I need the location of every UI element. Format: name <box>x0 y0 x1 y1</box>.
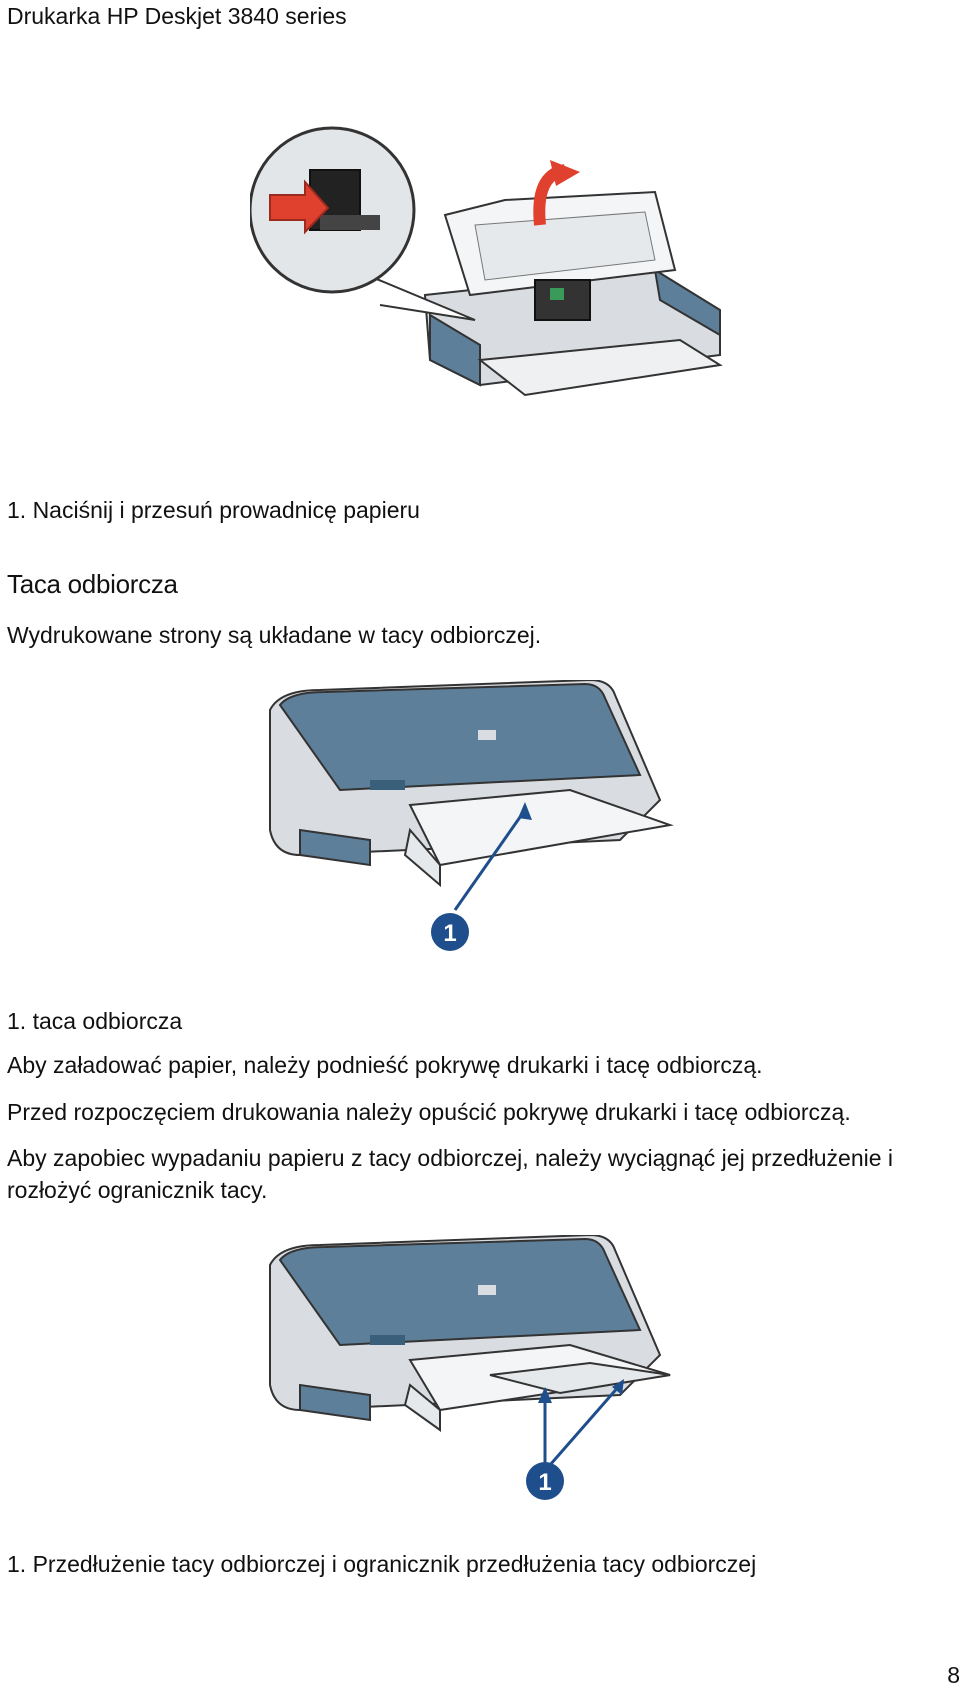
figure3-caption: 1. Przedłużenie tacy odbiorczej i ograni… <box>7 1551 757 1577</box>
paragraph-2: Przed rozpoczęciem drukowania należy opu… <box>7 1099 851 1125</box>
printer-output-tray-illustration: 1 <box>269 680 674 951</box>
figure2-caption: 1. taca odbiorcza <box>7 1008 183 1034</box>
page-number: 8 <box>947 1662 960 1688</box>
printer-open-cover-illustration <box>250 126 723 397</box>
callout-number: 1 <box>538 1469 551 1496</box>
running-header: Drukarka HP Deskjet 3840 series <box>7 3 347 29</box>
printer-tray-extension-illustration: 1 <box>269 1235 671 1500</box>
figure1-caption: 1. Naciśnij i przesuń prowadnicę papieru <box>7 497 420 523</box>
section-intro: Wydrukowane strony są układane w tacy od… <box>7 622 542 648</box>
paragraph-1: Aby załadować papier, należy podnieść po… <box>7 1052 763 1078</box>
paragraph-3: Aby zapobiec wypadaniu papieru z tacy od… <box>7 1145 894 1203</box>
callout-badge-1 <box>526 1462 564 1500</box>
callout-number: 1 <box>443 920 456 947</box>
section-heading: Taca odbiorcza <box>7 569 178 599</box>
callout-badge-1 <box>431 913 469 951</box>
